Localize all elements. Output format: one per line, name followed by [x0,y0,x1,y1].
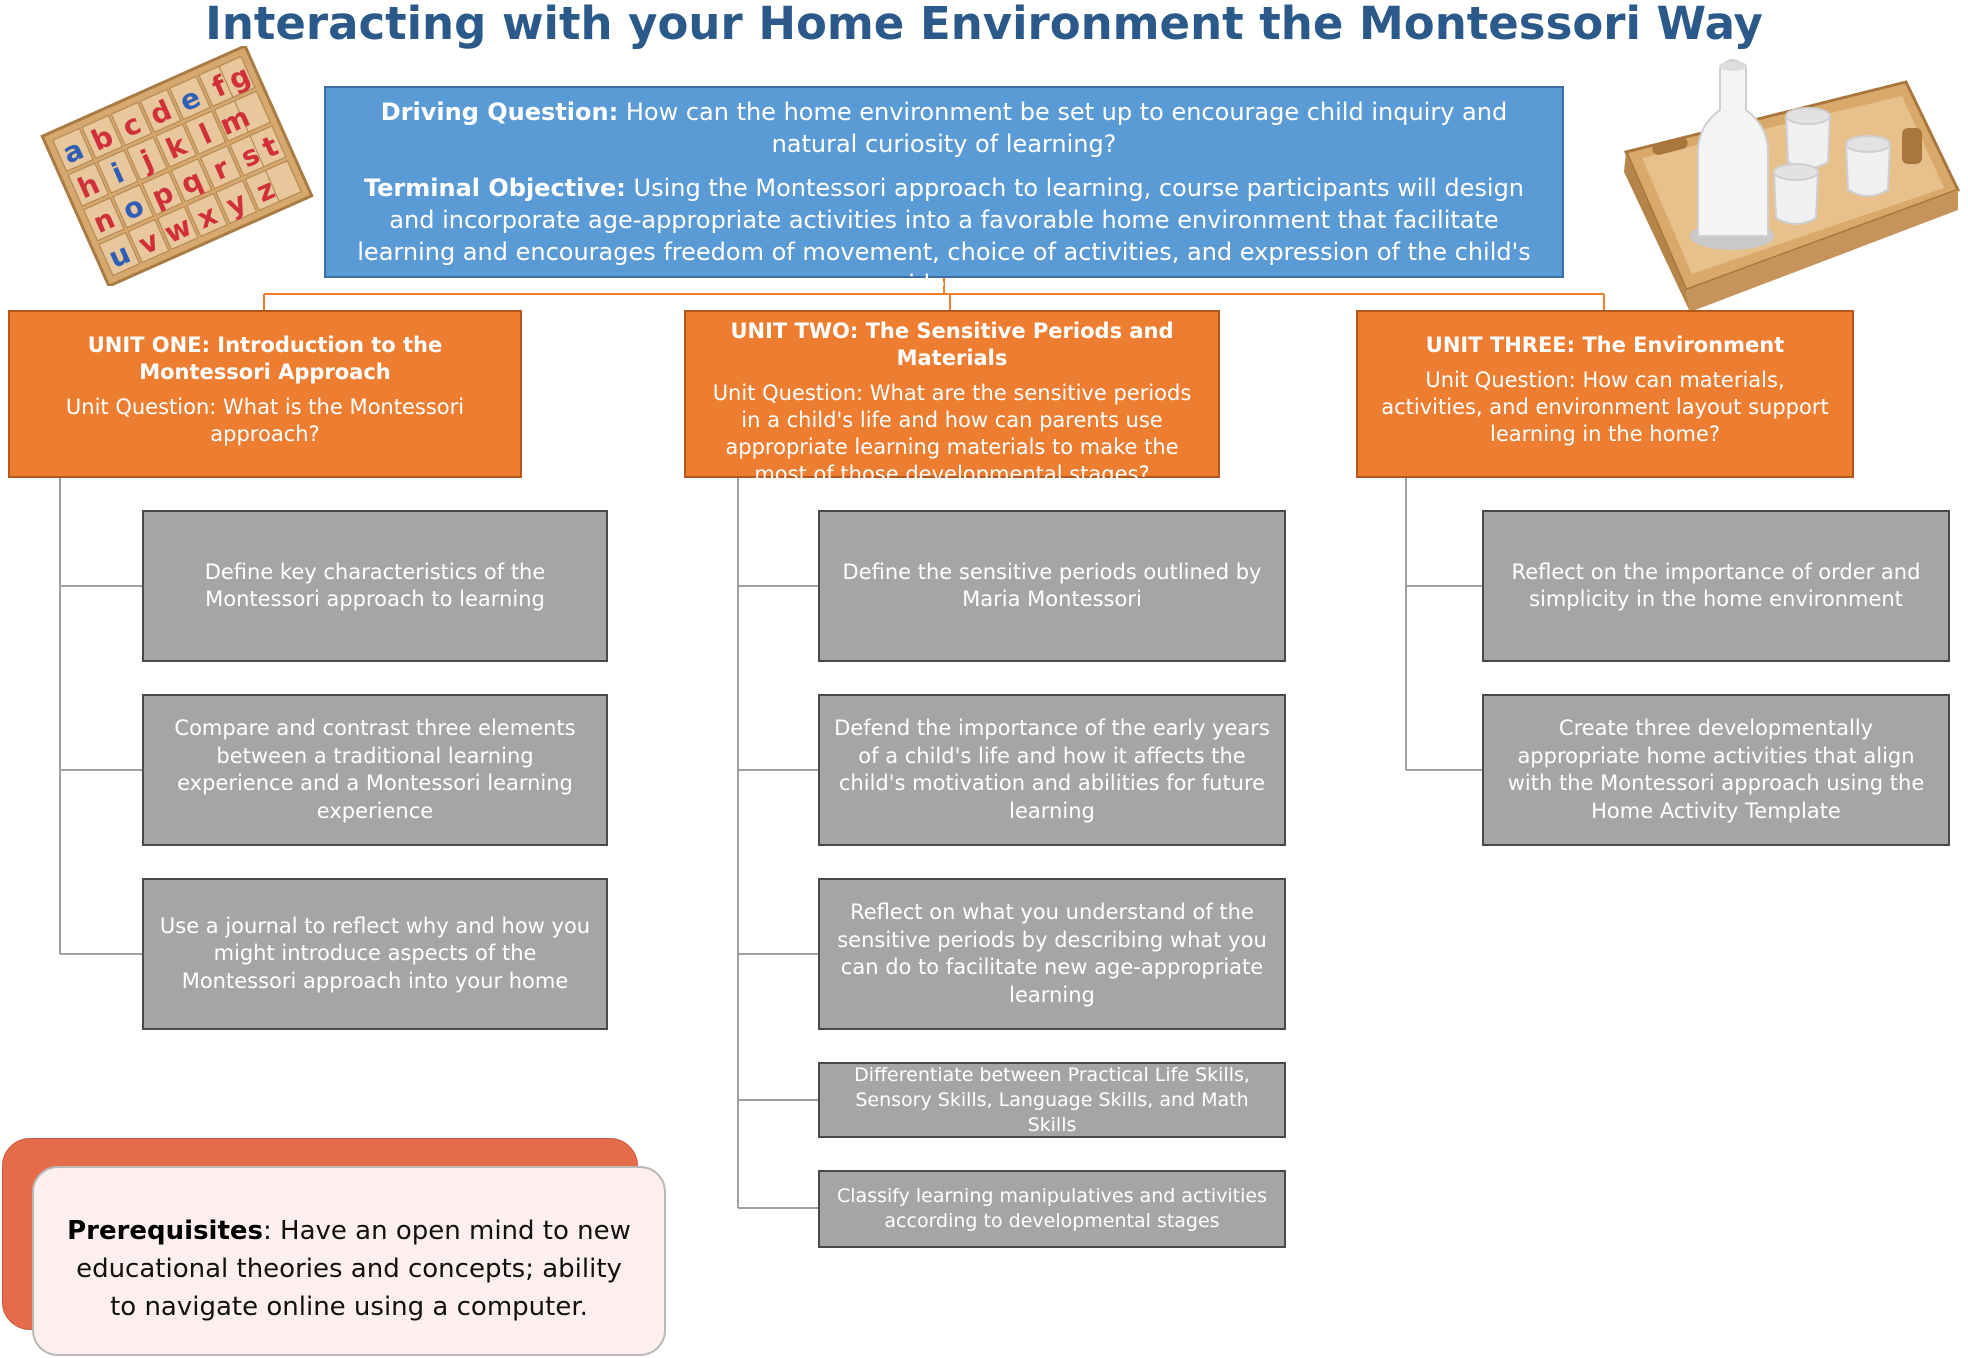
unit-two-objective-5: Classify learning manipulatives and acti… [818,1170,1286,1248]
unit-one-objective-2: Compare and contrast three elements betw… [142,694,608,846]
unit-two-objective-1: Define the sensitive periods outlined by… [818,510,1286,662]
unit-two-objective-2: Defend the importance of the early years… [818,694,1286,846]
driving-question-text: How can the home environment be set up t… [618,98,1508,158]
unit-one-question: Unit Question: What is the Montessori ap… [65,395,465,446]
wooden-tray-image [1623,59,1961,312]
driving-question: Driving Question: How can the home envir… [352,96,1536,160]
terminal-objective-text: Using the Montessori approach to learnin… [357,174,1531,298]
terminal-objective: Terminal Objective: Using the Montessori… [352,172,1536,300]
unit-one-objective-1: Define key characteristics of the Montes… [142,510,608,662]
prerequisites-box: Prerequisites: Have an open mind to new … [32,1166,666,1356]
unit-two-question: Unit Question: What are the sensitive pe… [712,381,1192,486]
unit-two-box: UNIT TWO: The Sensitive Periods and Mate… [684,310,1220,486]
unit-two-title: UNIT TWO: The Sensitive Periods and Mate… [730,319,1174,370]
unit-two-objective-3: Reflect on what you understand of the se… [818,878,1286,1030]
terminal-objective-label: Terminal Objective: [363,174,626,202]
unit-three-objective-1: Reflect on the importance of order and s… [1482,510,1950,662]
unit-two-objective-4: Differentiate between Practical Life Ski… [818,1062,1286,1138]
unit-three-title: UNIT THREE: The Environment [1425,333,1785,357]
unit-three-box: UNIT THREE: The Environment Unit Questio… [1356,310,1854,478]
driving-question-box: Driving Question: How can the home envir… [324,86,1564,298]
unit-one-box: UNIT ONE: Introduction to the Montessori… [8,310,522,478]
driving-question-label: Driving Question: [380,98,619,126]
unit-one-objective-3: Use a journal to reflect why and how you… [142,878,608,1030]
unit-one-title: UNIT ONE: Introduction to the Montessori… [87,333,443,384]
unit-three-objective-2: Create three developmentally appropriate… [1482,694,1950,846]
page-title: Interacting with your Home Environment t… [205,0,1763,50]
prerequisites-text: : Have an open mind to new educational t… [76,1216,631,1322]
prerequisites-label: Prerequisites [67,1216,264,1246]
unit-three-question: Unit Question: How can materials, activi… [1381,368,1829,446]
